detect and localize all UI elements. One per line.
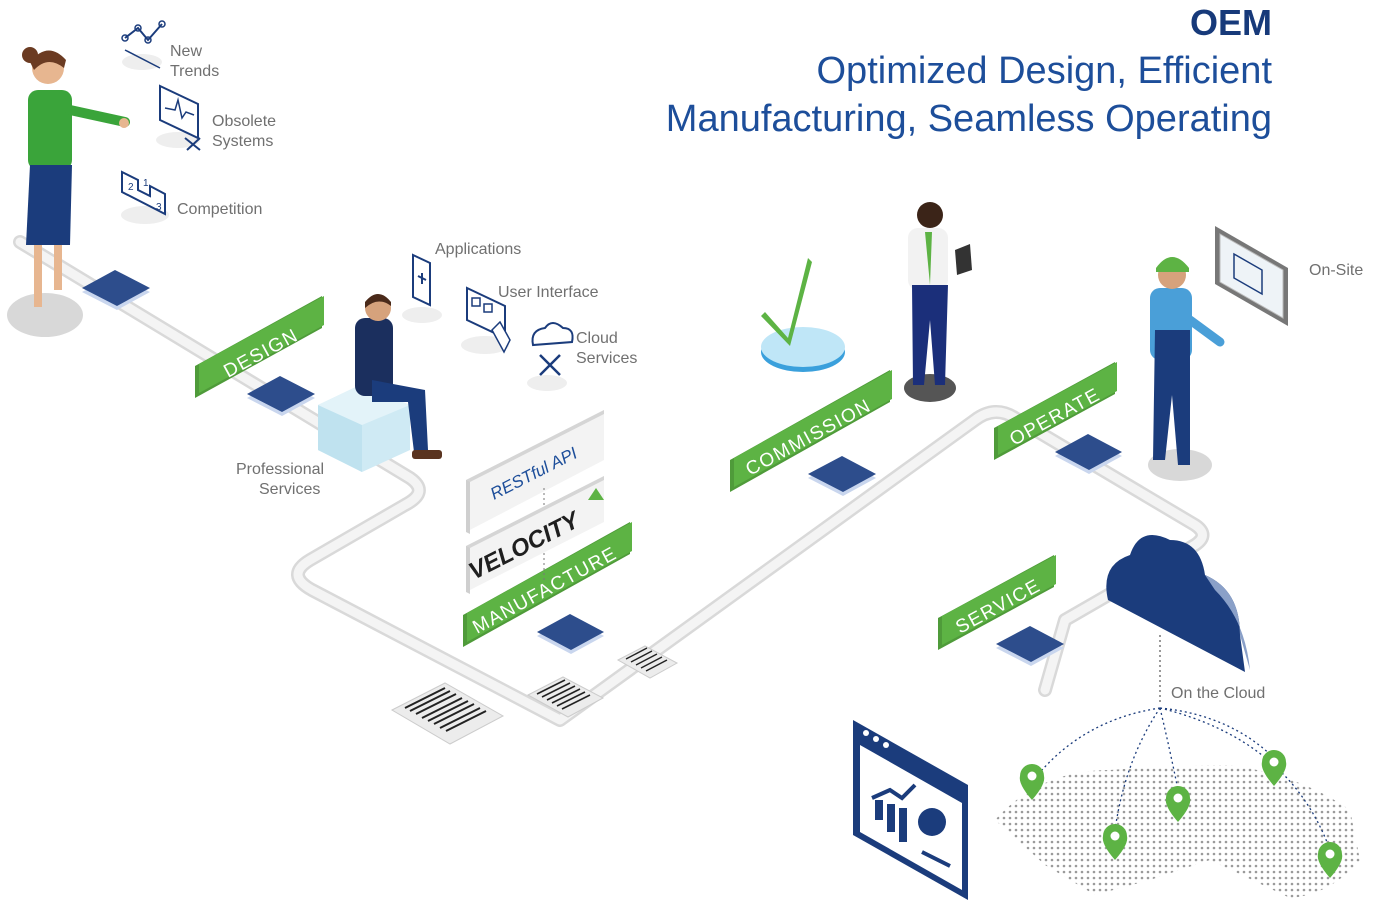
node-service [996, 626, 1064, 666]
svg-text:1: 1 [143, 178, 149, 189]
obsolete-systems-label-2: Systems [212, 133, 274, 150]
subtitle-line-1: Optimized Design, Efficient [816, 50, 1273, 92]
svg-text:2: 2 [128, 182, 134, 193]
new-trends-label-2: Trends [170, 63, 220, 80]
cloud-services-label-2: Services [576, 350, 638, 367]
designer-figure [7, 47, 130, 337]
location-pin-icon [1317, 842, 1343, 878]
lifecycle-path [13, 235, 1210, 727]
svg-text:3: 3 [156, 202, 162, 213]
location-pin-icon [1165, 786, 1191, 822]
user-interface-label: User Interface [498, 284, 599, 301]
location-pin-icon [1261, 750, 1287, 786]
obsolete-systems-label-1: Obsolete [212, 113, 277, 130]
location-pin-icon [1102, 824, 1128, 860]
professional-services-label-1: Professional [236, 461, 325, 478]
professional-services-label-2: Services [259, 481, 321, 498]
node-operate [1055, 434, 1122, 474]
touch-interface-icon [461, 286, 511, 354]
node-design-start [82, 270, 150, 310]
hmi-panel-icon [1215, 226, 1288, 326]
location-pin-icon [1019, 764, 1045, 800]
barcode-tag-small [616, 645, 679, 679]
node-manufacture [537, 614, 604, 654]
node-commission [808, 456, 876, 496]
seated-engineer-figure [318, 294, 442, 472]
subtitle-line-2: Manufacturing, Seamless Operating [665, 98, 1272, 140]
world-map [995, 765, 1360, 898]
on-the-cloud-label: On the Cloud [1171, 685, 1266, 702]
on-site-label: On-Site [1309, 262, 1364, 279]
node-design [247, 376, 315, 416]
barcode-tag-large [390, 682, 505, 745]
location-pins [1019, 750, 1343, 878]
page-title: OEM [1189, 2, 1272, 43]
phone-icon [402, 253, 442, 323]
commissioning-engineer-figure [904, 202, 972, 402]
barcode-tag-medium [526, 676, 605, 718]
cloud-tools-icon [527, 322, 574, 391]
podium-icon: 2 1 3 [121, 170, 169, 224]
checkmark-icon [761, 258, 845, 372]
monitor-icon [156, 84, 201, 151]
new-trends-label-1: New [170, 43, 203, 60]
competition-label: Competition [177, 201, 263, 218]
analytics-dashboard-icon [853, 720, 968, 900]
trend-icon [121, 20, 166, 70]
cloud-icon [1106, 535, 1250, 672]
applications-label: Applications [435, 241, 522, 258]
cloud-services-label-1: Cloud [576, 330, 618, 347]
operator-figure [1148, 257, 1225, 481]
